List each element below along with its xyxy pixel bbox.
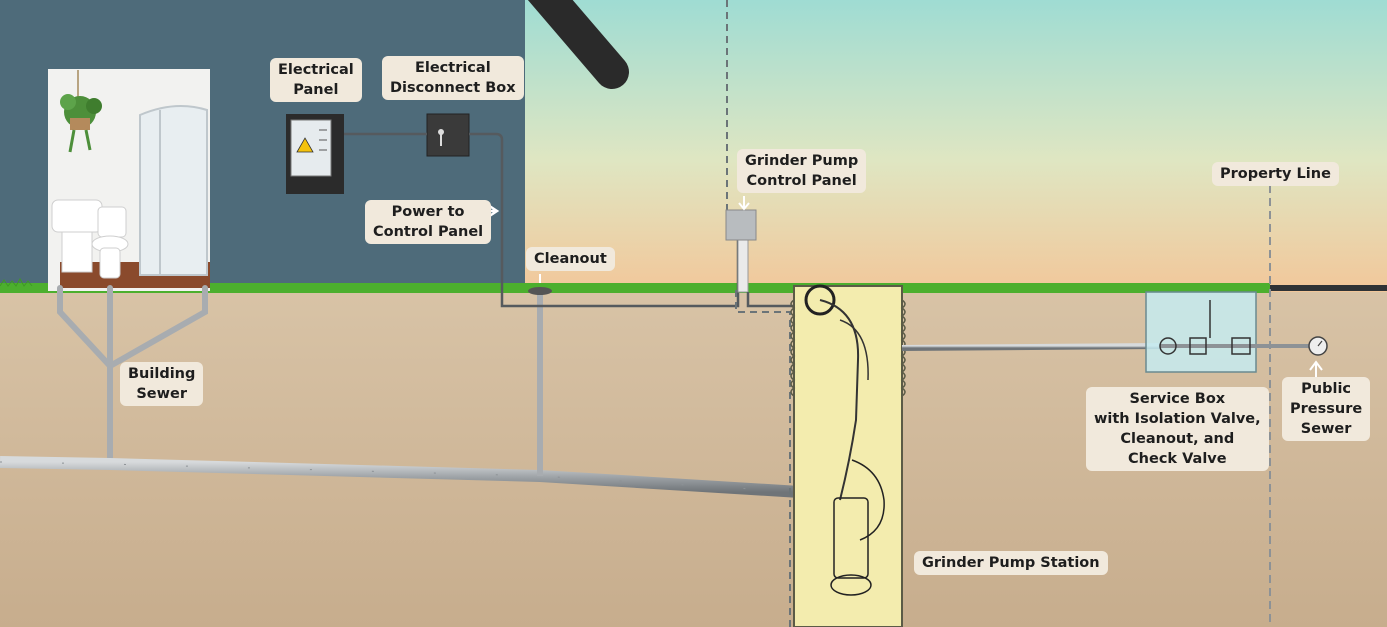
- label-public-sewer: Public Pressure Sewer: [1282, 377, 1371, 441]
- sink: [51, 199, 103, 273]
- grass: [0, 283, 1270, 293]
- control-panel-box: [725, 209, 757, 241]
- label-control-panel: Grinder Pump Control Panel: [737, 149, 867, 193]
- label-service-box: Service Box with Isolation Valve, Cleano…: [1086, 387, 1269, 471]
- roof-beam: [527, 0, 629, 89]
- label-pump-station: Grinder Pump Station: [914, 551, 1108, 575]
- label-electrical-panel: Electrical Panel: [270, 58, 362, 102]
- pressure-line: [901, 343, 1161, 351]
- pump-tank: [793, 285, 903, 627]
- label-building-sewer: Building Sewer: [120, 362, 204, 406]
- gravity-sewer-pipe: [0, 456, 801, 498]
- shower-enclosure: [139, 105, 208, 276]
- building-sewer-pipes: [57, 285, 208, 469]
- road: [1270, 285, 1387, 291]
- grass-blades: [0, 277, 33, 287]
- toilet: [91, 206, 129, 279]
- label-property-line: Property Line: [1212, 162, 1339, 186]
- control-panel-post: [737, 239, 749, 293]
- disconnect-box: [426, 113, 470, 157]
- hanging-plant: [60, 70, 102, 153]
- grinder-pump-unit: [830, 459, 885, 596]
- control-panel-arrow: [738, 196, 750, 211]
- label-cleanout: Cleanout: [526, 247, 615, 271]
- service-box: [1145, 291, 1257, 373]
- cleanout-cap: [528, 287, 552, 295]
- discharge-hose: [819, 299, 860, 501]
- label-power-to-control: Power to Control Panel: [365, 200, 492, 244]
- label-disconnect-box: Electrical Disconnect Box: [382, 56, 524, 100]
- service-box-valves: [1159, 300, 1310, 355]
- pump-valve-top: [804, 284, 836, 316]
- power-wire: [344, 132, 740, 308]
